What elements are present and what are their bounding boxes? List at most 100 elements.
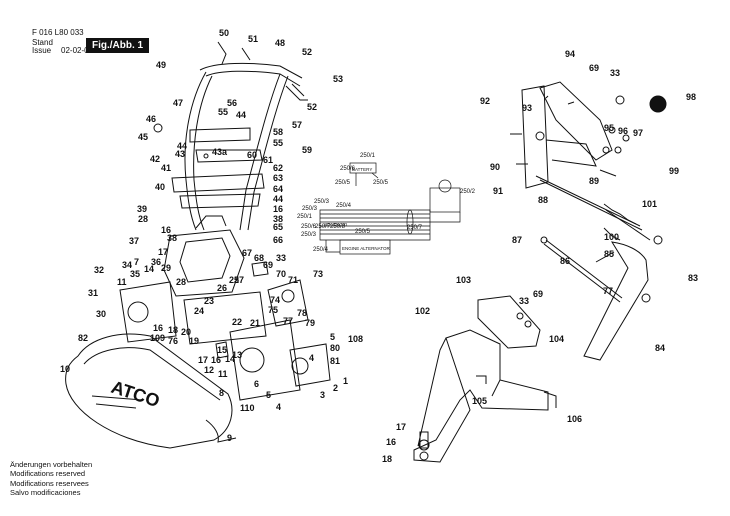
part-label: 69: [533, 289, 543, 299]
wire-label: 250/5: [335, 180, 351, 186]
part-label: 28: [138, 214, 148, 224]
part-label: 94: [565, 49, 575, 59]
part-label: 35: [130, 269, 140, 279]
part-label: 37: [129, 236, 139, 246]
part-label: 7: [134, 257, 139, 267]
part-label: 53: [333, 74, 343, 84]
part-label: 81: [330, 356, 340, 366]
part-label: 83: [688, 273, 698, 283]
part-label: 19: [189, 336, 199, 346]
wire-label: 250/5: [355, 229, 371, 235]
part-label: 16: [211, 355, 221, 365]
part-label: 23: [204, 296, 214, 306]
part-label: 78: [297, 308, 307, 318]
stand-label: Stand: [32, 38, 53, 47]
part-label: 55: [218, 107, 228, 117]
part-label: 95: [604, 123, 614, 133]
part-label: 42: [150, 154, 160, 164]
wire-label: 250/7: [315, 224, 331, 230]
part-label: 6: [254, 379, 259, 389]
part-label: 68: [254, 253, 264, 263]
part-label: 92: [480, 96, 490, 106]
part-label: 28: [176, 277, 186, 287]
part-label: 16: [161, 225, 171, 235]
part-label: 63: [273, 173, 283, 183]
part-label: 3: [320, 390, 325, 400]
part-label: 33: [276, 253, 286, 263]
part-label: 52: [307, 102, 317, 112]
part-label: 57: [292, 120, 302, 130]
wire-label: 250/3: [314, 199, 330, 205]
part-label: 40: [155, 182, 165, 192]
part-label: 44: [236, 110, 246, 120]
part-label: 67: [242, 248, 252, 258]
bracket-frame: [413, 295, 557, 463]
part-label: 26: [217, 283, 227, 293]
part-label: 11: [117, 277, 127, 287]
note-line: Modifications reserved: [10, 469, 86, 479]
part-label: 25: [229, 275, 239, 285]
part-label: 59: [302, 145, 312, 155]
battery-label: BATTERY: [352, 167, 372, 172]
part-label: 18: [382, 454, 392, 464]
part-label: 55: [273, 138, 283, 148]
part-label: 44: [177, 141, 187, 151]
part-label: 39: [137, 204, 147, 214]
part-label: 43: [175, 149, 185, 159]
part-label: 51: [248, 34, 258, 44]
part-label: 79: [305, 318, 315, 328]
linkage-assembly: [510, 81, 667, 361]
part-label: 15: [217, 345, 227, 355]
part-label: 4: [309, 353, 314, 363]
part-label: 36: [151, 257, 161, 267]
part-label: 74: [270, 295, 280, 305]
part-label: 70: [276, 269, 286, 279]
part-label: 48: [275, 38, 285, 48]
figure-label: Fig./Abb. 1: [86, 38, 150, 53]
part-label: 61: [263, 155, 273, 165]
part-label: 105: [472, 396, 487, 406]
part-label: 16: [386, 437, 396, 447]
wire-label: 250/6: [301, 224, 317, 230]
part-label: 62: [273, 163, 283, 173]
part-label: 86: [560, 256, 570, 266]
part-label: 91: [493, 186, 503, 196]
note-line: Modifications reservees: [10, 478, 89, 488]
part-label: 102: [415, 306, 430, 316]
wire-label: 250/3: [301, 232, 317, 238]
note-line: Änderungen vorbehalten: [10, 460, 93, 469]
part-label: 30: [96, 309, 106, 319]
part-label: 85: [604, 249, 614, 259]
part-label: 17: [396, 422, 406, 432]
part-label: 18: [168, 325, 178, 335]
part-label: 16: [153, 323, 163, 333]
note-line: Salvo modificaciones: [10, 488, 81, 498]
part-label: 14: [225, 354, 235, 364]
part-label: 76: [168, 336, 178, 346]
part-label: 33: [610, 68, 620, 78]
part-label: 12: [204, 365, 214, 375]
part-label: 99: [669, 166, 679, 176]
part-label: 13: [232, 350, 242, 360]
part-label: 4: [276, 402, 281, 412]
part-label: 98: [686, 92, 696, 102]
wire-label: 250/8: [330, 224, 346, 230]
wire-label: 250/1: [297, 214, 313, 220]
part-label: 80: [330, 343, 340, 353]
wire-label: 250/6: [340, 166, 356, 172]
part-label: 90: [490, 162, 500, 172]
part-label: 27: [234, 275, 244, 285]
part-label: 32: [94, 265, 104, 275]
part-label: 17: [198, 355, 208, 365]
issue-label: Issue: [32, 46, 52, 55]
part-label: 9: [227, 433, 232, 443]
part-label: 75: [268, 305, 278, 315]
notes-block: Änderungen vorbehalten Modifications res…: [10, 460, 92, 498]
part-label: 24: [194, 306, 204, 316]
part-label: 2: [333, 383, 338, 393]
part-label: 8: [219, 388, 224, 398]
part-label: 64: [273, 184, 283, 194]
part-label: 43a: [212, 147, 228, 157]
